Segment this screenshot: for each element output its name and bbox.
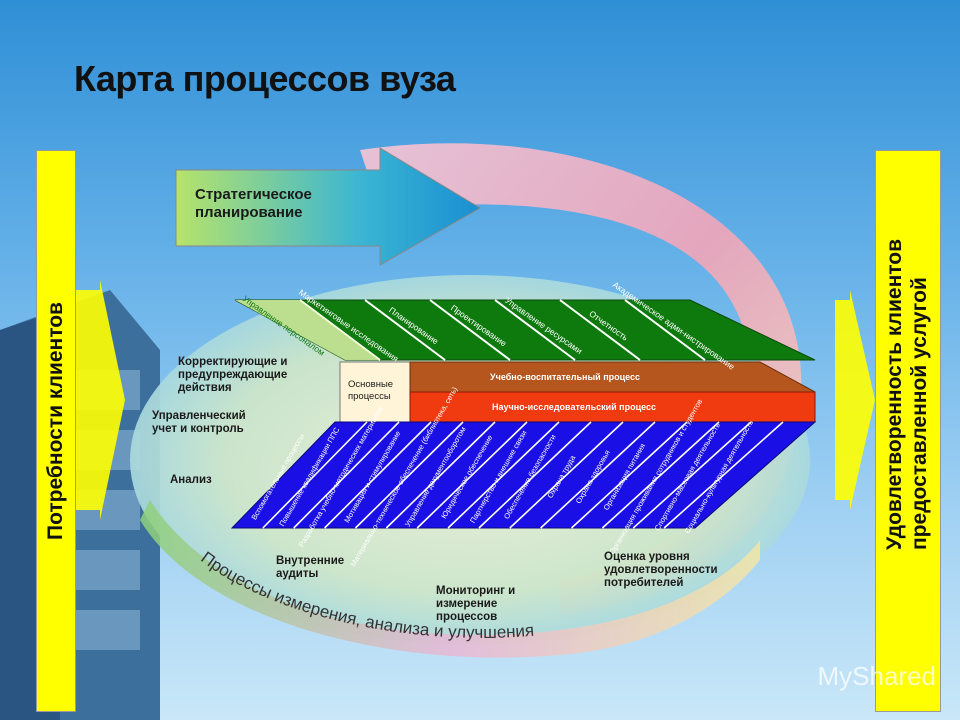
watermark: MyShared (818, 661, 937, 692)
process-monitoring-label: Мониторинг и измерение процессов (436, 585, 536, 624)
satisfaction-assessment-label: Оценка уровня удовлетворенности потребит… (604, 551, 734, 590)
educational-process-label: Учебно-воспитательный процесс (490, 371, 640, 384)
customer-satisfaction-label-2: предоставленной услугой (908, 277, 932, 550)
research-process-label: Научно-исследовательский процесс (492, 401, 656, 414)
customer-needs-label: Потребности клиентов (44, 302, 68, 540)
strategic-planning-label-1: Стратегическое (195, 186, 312, 203)
customer-satisfaction-label-1: Удовлетворенность клиентов (883, 239, 907, 550)
strategic-planning-label-2: планирование (195, 204, 303, 221)
input-arrow (75, 280, 125, 520)
output-arrow (835, 290, 875, 510)
main-processes-label-2: процессы (348, 390, 391, 403)
corrective-actions-label: Корректирующие и предупреждающие действи… (178, 356, 308, 395)
internal-audits-label: Внутренние аудиты (276, 555, 356, 581)
analysis-label: Анализ (170, 474, 212, 487)
management-accounting-label: Управленческий учет и контроль (152, 410, 262, 436)
